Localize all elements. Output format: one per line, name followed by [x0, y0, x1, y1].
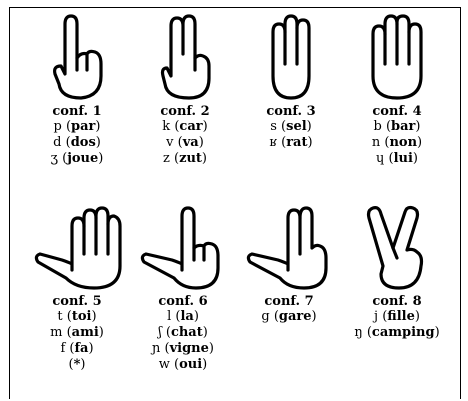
- hand-shape-2-icon: [155, 14, 215, 102]
- config-1-item: ʒ (joue): [22, 151, 132, 167]
- hand-shape-3-icon: [261, 14, 321, 102]
- config-2: conf. 2 k (car) v (va) z (zut): [130, 14, 240, 167]
- config-2-item: v (va): [130, 135, 240, 151]
- config-5-item: f (fa): [22, 341, 132, 357]
- config-2-title: conf. 2: [130, 104, 240, 119]
- config-8-title: conf. 8: [342, 294, 452, 309]
- config-6-title: conf. 6: [128, 294, 238, 309]
- config-4-item: n (non): [342, 135, 452, 151]
- hand-shape-5-icon: [32, 204, 122, 292]
- config-4-item: ɥ (lui): [342, 151, 452, 167]
- hand-shape-6-icon: [138, 204, 228, 292]
- config-6-item: l (la): [128, 309, 238, 325]
- config-1-title: conf. 1: [22, 104, 132, 119]
- hand-shape-8-icon: [365, 204, 429, 292]
- hand-shape-4-icon: [365, 14, 429, 102]
- config-1-item: p (par): [22, 119, 132, 135]
- config-6-item: ɲ (vigne): [128, 341, 238, 357]
- config-5: conf. 5 t (toi) m (ami) f (fa) (*): [22, 204, 132, 373]
- config-1-item: d (dos): [22, 135, 132, 151]
- config-5-item: t (toi): [22, 309, 132, 325]
- config-7: conf. 7 g (gare): [234, 204, 344, 325]
- config-2-item: z (zut): [130, 151, 240, 167]
- config-3-title: conf. 3: [236, 104, 346, 119]
- config-4: conf. 4 b (bar) n (non) ɥ (lui): [342, 14, 452, 167]
- config-7-title: conf. 7: [234, 294, 344, 309]
- config-8: conf. 8 j (fille) ŋ (camping): [342, 204, 452, 341]
- config-5-item: (*): [22, 357, 132, 373]
- config-3: conf. 3 s (sel) ʁ (rat): [236, 14, 346, 151]
- hand-shape-7-icon: [244, 204, 334, 292]
- config-1: conf. 1 p (par) d (dos) ʒ (joue): [22, 14, 132, 167]
- config-5-title: conf. 5: [22, 294, 132, 309]
- config-4-title: conf. 4: [342, 104, 452, 119]
- hand-shape-1-icon: [47, 14, 107, 102]
- config-8-item: ŋ (camping): [342, 325, 452, 341]
- config-2-item: k (car): [130, 119, 240, 135]
- config-5-item: m (ami): [22, 325, 132, 341]
- config-6-item: w (oui): [128, 357, 238, 373]
- config-6-item: ʃ (chat): [128, 325, 238, 341]
- config-3-item: ʁ (rat): [236, 135, 346, 151]
- config-8-item: j (fille): [342, 309, 452, 325]
- config-4-item: b (bar): [342, 119, 452, 135]
- config-3-item: s (sel): [236, 119, 346, 135]
- config-7-item: g (gare): [234, 309, 344, 325]
- config-6: conf. 6 l (la) ʃ (chat) ɲ (vigne) w (oui…: [128, 204, 238, 373]
